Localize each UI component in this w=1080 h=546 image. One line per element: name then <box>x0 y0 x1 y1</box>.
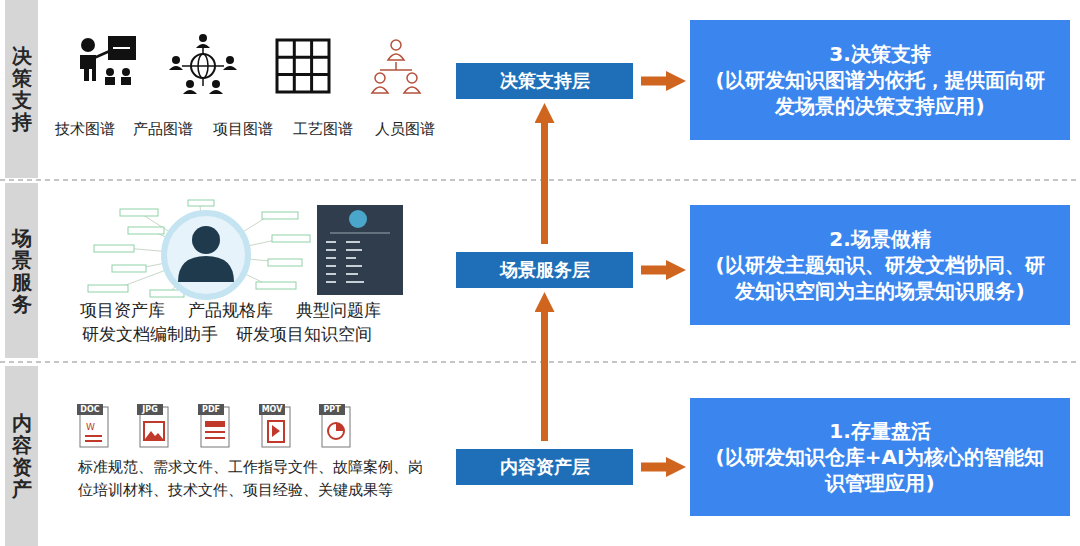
graph-name: 人员图谱 <box>370 120 440 140</box>
button-text: 内容资产层 <box>500 455 590 479</box>
service-name: 研发文档编制助手 <box>82 323 227 345</box>
file-type-tag: DOC <box>77 404 103 415</box>
mind-map <box>88 200 310 297</box>
layer-band: 决策支持 <box>5 0 38 178</box>
file-type-tag: MOV <box>259 404 285 415</box>
graph-name: 项目图谱 <box>208 120 278 140</box>
box-title: 2.场景做精 <box>829 226 931 252</box>
network-icon <box>169 34 237 94</box>
box-title: 1.存量盘活 <box>829 418 931 444</box>
file-type-tag: JPG <box>137 404 163 415</box>
service-name: 研发项目知识空间 <box>236 323 386 345</box>
mov-file-icon <box>259 404 290 447</box>
band-text: 决策支持 <box>12 45 32 133</box>
layer-button: 决策支持层 <box>456 63 633 99</box>
layer-goal-box: 3.决策支持(以研发知识图谱为依托，提供面向研发场景的决策支持应用) <box>690 20 1070 140</box>
layer-button: 内容资产层 <box>456 449 633 485</box>
graph-name: 工艺图谱 <box>288 120 358 140</box>
box-title: 3.决策支持 <box>829 41 931 67</box>
box-body: (以研发知识仓库+AI为核心的智能知识管理应用) <box>710 444 1050 496</box>
profile-card <box>317 205 403 295</box>
layer-goal-box: 2.场景做精(以研发主题知识、研发文档协同、研发知识空间为主的场景知识服务) <box>690 205 1070 325</box>
asset-list: 标准规范、需求文件、工作指导文件、故障案例、岗位培训材料、技术文件、项目经验、关… <box>78 456 428 503</box>
jpg-file-icon <box>137 404 168 447</box>
service-name: 典型问题库 <box>296 299 386 321</box>
file-icons: W <box>77 404 350 447</box>
graph-name: 产品图谱 <box>128 120 198 140</box>
people-hierarchy-icon <box>372 40 420 93</box>
layer-band: 场景服务 <box>5 183 38 358</box>
file-type-tag: PPT <box>319 404 345 415</box>
flow-arrow <box>541 308 548 441</box>
svg-text:W: W <box>86 422 95 432</box>
file-type-tag: PDF <box>198 404 224 415</box>
pdf-file-icon <box>198 404 229 447</box>
teacher-icon <box>80 36 136 85</box>
service-name: 项目资产库 <box>80 299 170 321</box>
flow-arrow <box>641 266 670 275</box>
band-text: 内容资产 <box>12 412 32 500</box>
button-text: 场景服务层 <box>500 258 590 282</box>
flow-arrow <box>541 119 548 244</box>
service-name: 产品规格库 <box>188 299 278 321</box>
flow-arrow <box>641 77 670 86</box>
band-text: 场景服务 <box>12 227 32 315</box>
button-text: 决策支持层 <box>500 69 590 93</box>
box-body: (以研发主题知识、研发文档协同、研发知识空间为主的场景知识服务) <box>710 252 1050 304</box>
layer-band: 内容资产 <box>5 366 38 546</box>
doc-file-icon: W <box>77 404 108 447</box>
flow-arrow <box>641 463 670 472</box>
row-separator <box>0 361 1080 362</box>
ppt-file-icon <box>319 404 350 447</box>
grid-icon <box>277 40 329 92</box>
box-body: (以研发知识图谱为依托，提供面向研发场景的决策支持应用) <box>710 67 1050 119</box>
layer-goal-box: 1.存量盘活(以研发知识仓库+AI为核心的智能知识管理应用) <box>690 398 1070 516</box>
row-separator <box>0 179 1080 180</box>
layer-button: 场景服务层 <box>456 252 633 288</box>
graph-name: 技术图谱 <box>50 120 120 140</box>
